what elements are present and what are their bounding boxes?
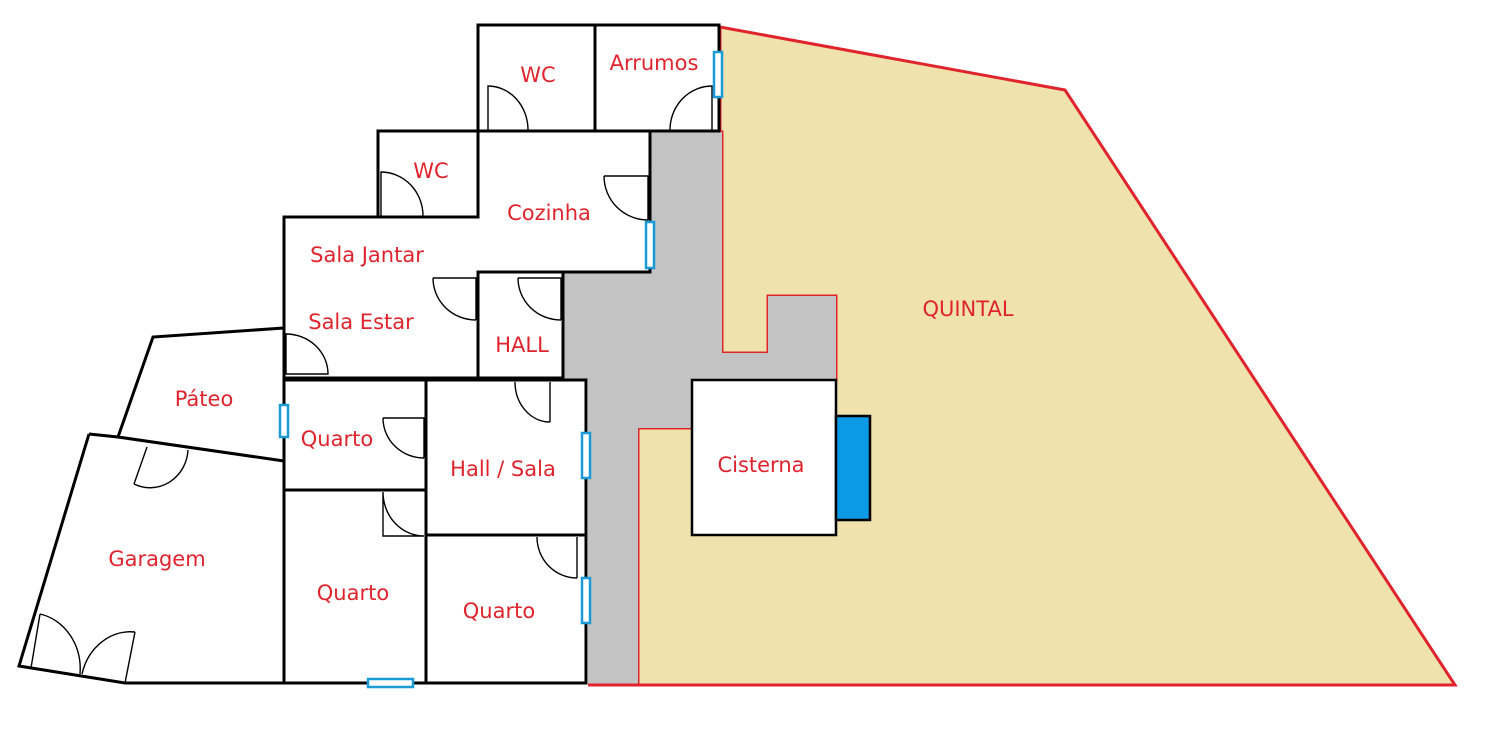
window-quarto-small bbox=[278, 403, 290, 439]
label-arrumos: Arrumos bbox=[610, 51, 699, 75]
windows bbox=[278, 50, 724, 689]
garagem-wall-segment bbox=[88, 432, 119, 439]
pateo-area bbox=[115, 326, 285, 463]
label-sala-estar: Sala Estar bbox=[308, 310, 414, 334]
label-quarto-bottom-left: Quarto bbox=[317, 581, 389, 605]
label-wc-second: WC bbox=[413, 159, 448, 183]
label-cozinha: Cozinha bbox=[507, 201, 591, 225]
door-sala-pateo bbox=[285, 333, 329, 375]
door-wc-second bbox=[380, 171, 424, 217]
label-sala-jantar: Sala Jantar bbox=[310, 243, 424, 267]
corridor-area bbox=[563, 132, 836, 685]
window-hall-sala bbox=[580, 431, 592, 480]
door-sala-estar-arc bbox=[432, 277, 477, 321]
label-hall-sala: Hall / Sala bbox=[450, 457, 556, 481]
door-hall-sala bbox=[514, 381, 551, 423]
cisterna-blue-block bbox=[834, 414, 872, 522]
label-cisterna: Cisterna bbox=[717, 453, 804, 477]
cozinha-room bbox=[478, 129, 652, 274]
doors bbox=[30, 85, 713, 684]
label-quintal: QUINTAL bbox=[922, 297, 1013, 321]
door-hall-arc bbox=[517, 277, 562, 321]
door-quarto-bottom-right bbox=[536, 536, 578, 579]
door-sala-estar bbox=[433, 277, 477, 320]
door-hall bbox=[518, 277, 562, 320]
window-quarto-bottom-right bbox=[580, 576, 592, 625]
label-quarto-bottom-right: Quarto bbox=[463, 599, 535, 623]
window-quarto-bottom-left bbox=[366, 677, 415, 689]
cisterna-tank bbox=[690, 378, 838, 537]
sala-room bbox=[282, 215, 565, 380]
door-cozinha bbox=[604, 175, 649, 220]
door-quarto-bottom-left bbox=[382, 491, 425, 537]
label-hall: HALL bbox=[495, 333, 549, 357]
door-quarto-small bbox=[382, 417, 425, 459]
label-quarto-small: Quarto bbox=[301, 427, 373, 451]
window-cozinha bbox=[644, 220, 656, 270]
door-garagem-left bbox=[30, 613, 81, 675]
door-garagem-right bbox=[81, 631, 136, 684]
label-pateo: Páteo bbox=[175, 387, 234, 411]
door-garagem-pateo bbox=[133, 446, 189, 489]
label-garagem: Garagem bbox=[108, 547, 205, 571]
door-wc-top bbox=[487, 85, 529, 131]
door-cozinha-arc bbox=[603, 175, 649, 221]
window-arrumos bbox=[712, 50, 724, 99]
door-arrumos bbox=[669, 85, 713, 131]
arrumos-room bbox=[593, 23, 721, 133]
label-wc-top: WC bbox=[520, 63, 555, 87]
